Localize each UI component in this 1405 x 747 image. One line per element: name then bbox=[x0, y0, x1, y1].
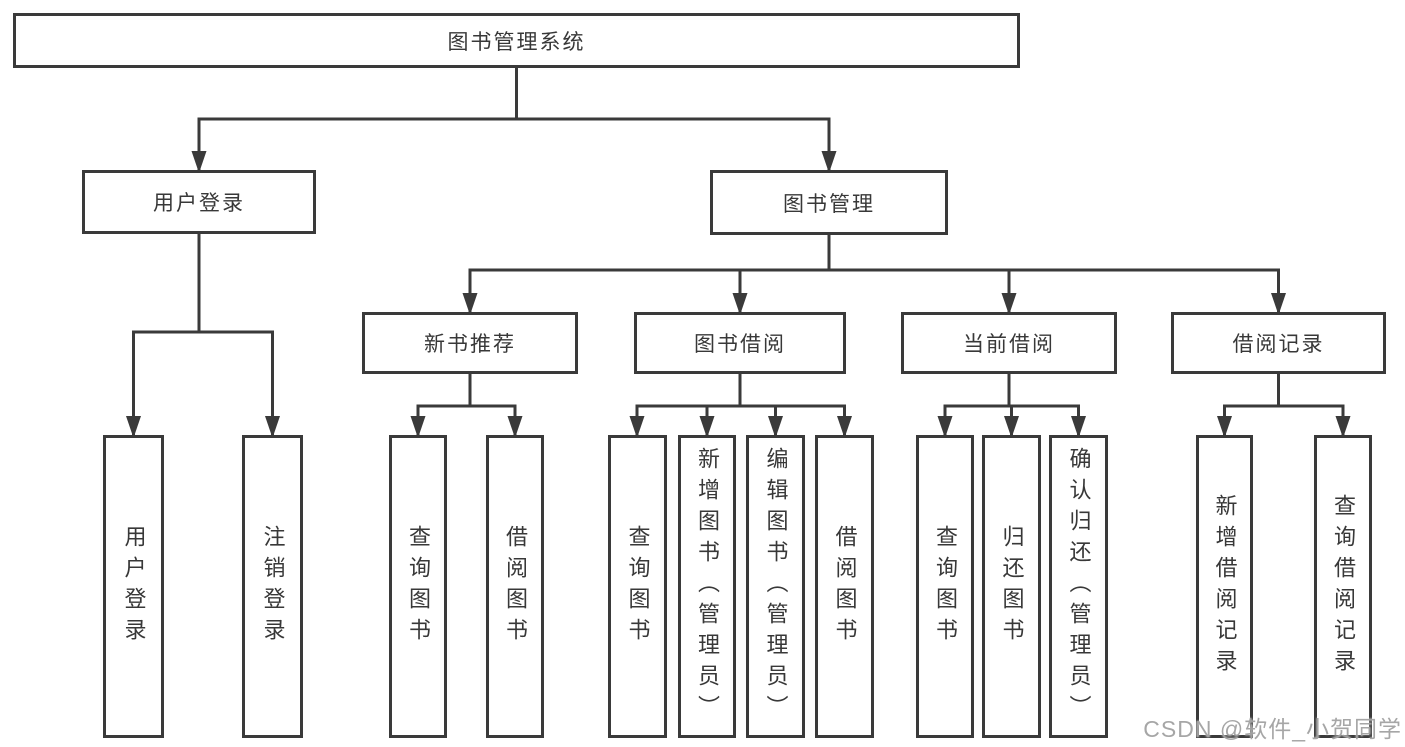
leaf-user-login: 用户登录 bbox=[103, 435, 164, 738]
leaf-return-book: 归还图书 bbox=[982, 435, 1041, 738]
leaf-query-books-current: 查询图书 bbox=[916, 435, 974, 738]
leaf-add-borrow-record: 新增借阅记录 bbox=[1196, 435, 1253, 738]
leaf-confirm-return-admin: 确认归还（管理员） bbox=[1049, 435, 1108, 738]
node-borrow-records: 借阅记录 bbox=[1171, 312, 1386, 374]
leaf-borrow-books: 借阅图书 bbox=[815, 435, 874, 738]
node-current-borrow: 当前借阅 bbox=[901, 312, 1117, 374]
leaf-query-borrow-record: 查询借阅记录 bbox=[1314, 435, 1372, 738]
node-library-management-system: 图书管理系统 bbox=[13, 13, 1020, 68]
node-user-login: 用户登录 bbox=[82, 170, 316, 234]
leaf-borrow-books-recommend: 借阅图书 bbox=[486, 435, 544, 738]
node-new-book-recommend: 新书推荐 bbox=[362, 312, 578, 374]
node-book-borrow: 图书借阅 bbox=[634, 312, 846, 374]
node-book-management: 图书管理 bbox=[710, 170, 948, 235]
leaf-query-books-recommend: 查询图书 bbox=[389, 435, 447, 738]
leaf-query-books-borrow: 查询图书 bbox=[608, 435, 667, 738]
watermark: CSDN @软件_小贺同学 bbox=[1143, 716, 1402, 742]
leaf-logout: 注销登录 bbox=[242, 435, 303, 738]
leaf-add-book-admin: 新增图书（管理员） bbox=[678, 435, 736, 738]
leaf-edit-book-admin: 编辑图书（管理员） bbox=[746, 435, 805, 738]
